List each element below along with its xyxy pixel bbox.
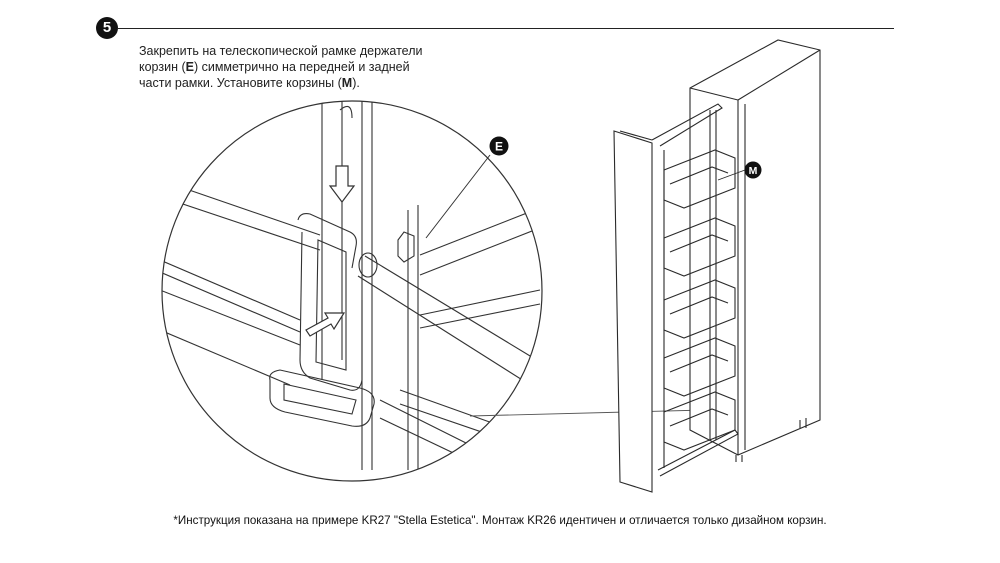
footnote: *Инструкция показана на примере KR27 "St… — [173, 514, 827, 527]
instruction-line-2-start: корзин ( — [139, 60, 186, 74]
step-divider-line — [118, 28, 894, 29]
down-arrow-icon — [328, 165, 356, 203]
instruction-line-2: корзин (E) симметрично на передней и зад… — [139, 59, 499, 75]
instruction-line-1: Закрепить на телескопической рамке держа… — [139, 44, 423, 58]
callout-m-label: M — [749, 165, 758, 177]
instruction-line-3-bold: M — [341, 76, 353, 90]
callout-m-badge: M — [744, 161, 762, 179]
cabinet-illustration — [613, 39, 821, 493]
basket-5 — [663, 391, 736, 451]
instruction-line-3-start: части рамки. Установите корзины ( — [139, 76, 342, 90]
right-arrow-icon — [305, 312, 346, 337]
instruction-line-2-end: ) симметрично на передней и задней — [193, 60, 410, 74]
basket-4 — [663, 337, 736, 397]
instruction-text: Закрепить на телескопической рамке держа… — [139, 43, 499, 91]
basket-3 — [663, 279, 736, 339]
instruction-line-3: части рамки. Установите корзины (M). — [139, 75, 499, 91]
callout-e-label: E — [495, 140, 503, 154]
instruction-line-3-end: ). — [352, 76, 360, 90]
basket-1 — [663, 149, 736, 209]
callout-e-badge: E — [489, 136, 509, 156]
callout-e-leader-line — [425, 154, 491, 239]
basket-2 — [663, 217, 736, 277]
instruction-line-2-bold: E — [185, 60, 194, 74]
detail-leader-line — [469, 409, 706, 417]
step-number-badge: 5 — [96, 17, 118, 39]
